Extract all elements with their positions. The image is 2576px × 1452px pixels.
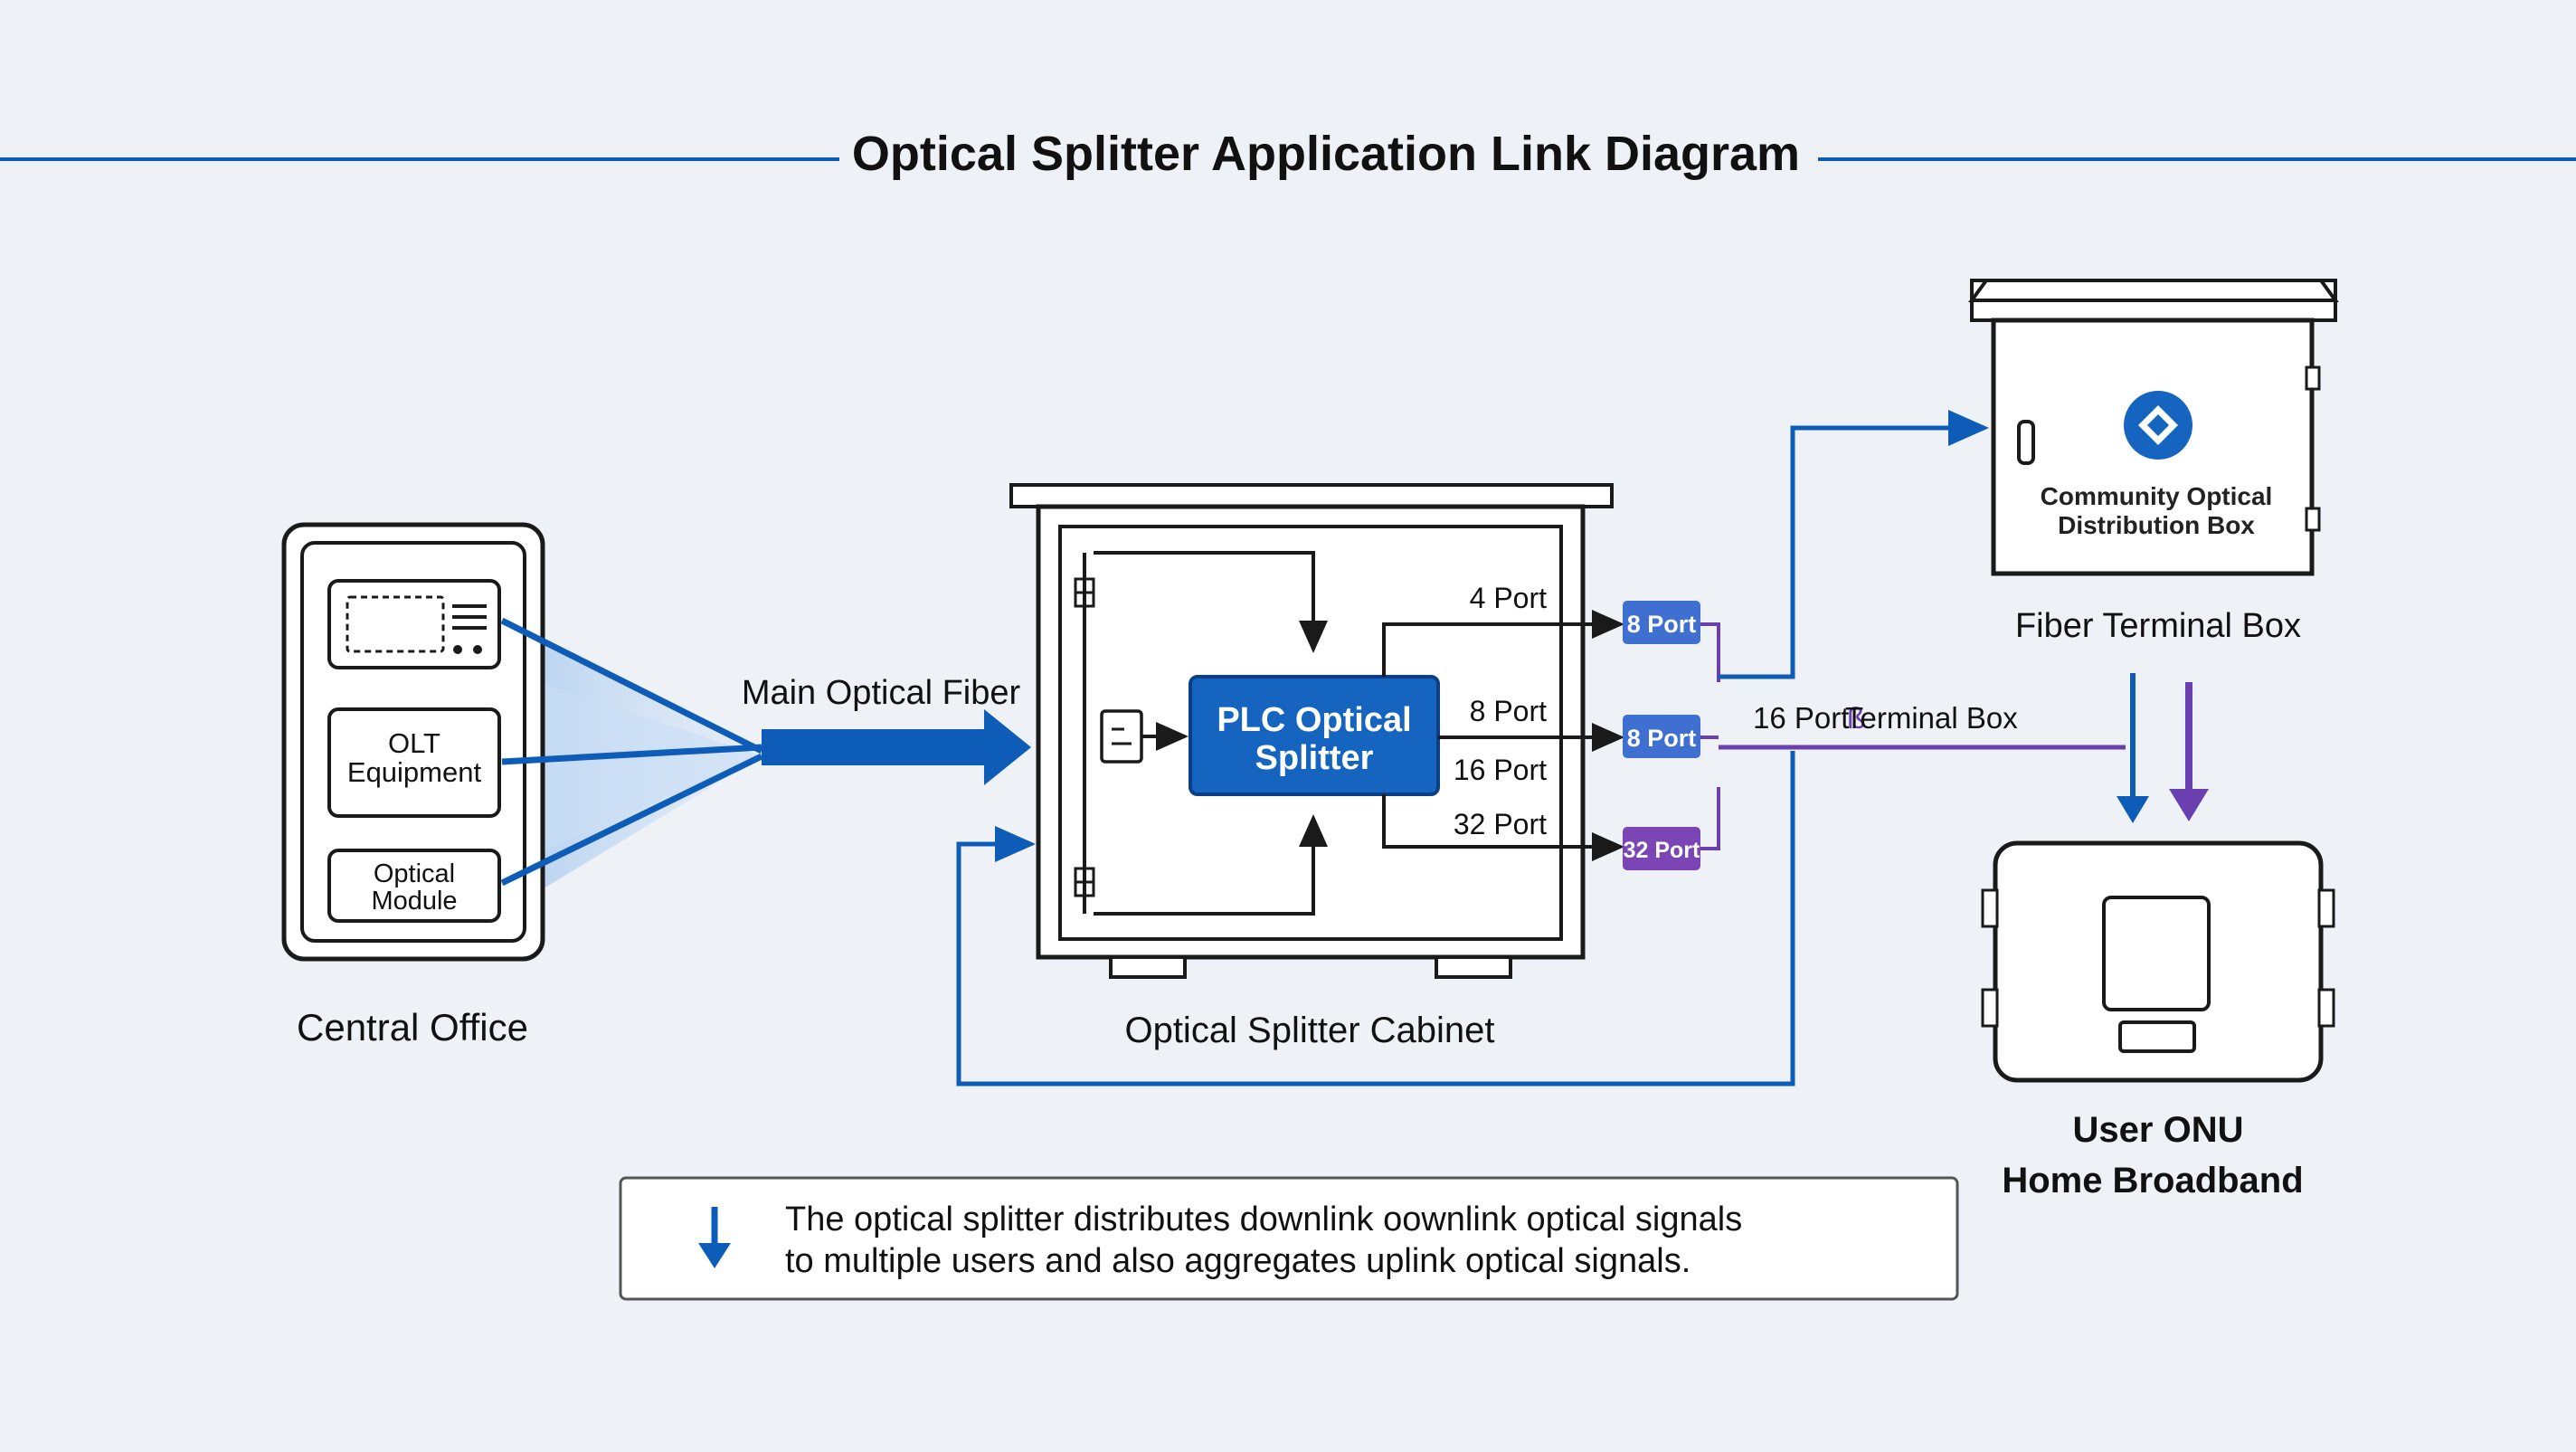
- diagram-title: Optical Splitter Application Link Diagra…: [852, 127, 1800, 181]
- onu-label-line2: Home Broadband: [2002, 1161, 2303, 1201]
- blue-return-loop: [956, 751, 1795, 1087]
- port-badge-8-mid: [1623, 715, 1700, 758]
- downlink-arrow-blue-head: [2117, 796, 2149, 823]
- fiber-terminal-box-label: Fiber Terminal Box: [2015, 607, 2301, 645]
- distribution-box-hinge: [2305, 365, 2321, 391]
- internal-line-top: [1094, 551, 1328, 653]
- port-badges: 8 Port 8 Port 32 Port: [1623, 601, 1700, 870]
- explanation-note: The optical splitter distributes downlin…: [619, 1176, 1959, 1301]
- user-onu: User ONU Home Broadband: [1981, 840, 2335, 1201]
- main-optical-fiber: Main Optical Fiber: [742, 674, 1031, 785]
- port-line-32: [1382, 794, 1624, 861]
- distribution-box-handle: [2017, 420, 2035, 465]
- port-badge-8-top: [1623, 601, 1700, 644]
- cabinet-label: Optical Splitter Cabinet: [1124, 1011, 1494, 1050]
- cabinet-foot-left: [1109, 955, 1187, 979]
- purple-bracket-top: [1700, 622, 1720, 682]
- main-fiber-arrow: [762, 709, 1031, 785]
- terminal-box-overlap-label: Terminal Box: [1845, 701, 2018, 735]
- note-line-1: The optical splitter distributes downlin…: [785, 1201, 1742, 1238]
- blue-line-to-distribution-box: [1719, 410, 1989, 679]
- olt-equipment-box: [327, 707, 501, 818]
- port-badge-8-mid-label: 8 Port: [1627, 725, 1697, 752]
- note-line-2: to multiple users and also aggregates up…: [785, 1242, 1690, 1280]
- port-label-16: 16 Port: [1454, 754, 1547, 786]
- port-badge-32-label: 32 Port: [1624, 838, 1700, 863]
- indicator-led: [453, 645, 462, 654]
- onu-side-tab: [1981, 888, 1999, 928]
- onu-panel: [2102, 896, 2211, 1011]
- distribution-box-roof-top: [1968, 279, 2339, 302]
- cabinet-roof: [1009, 483, 1614, 508]
- signal-fan-inner: [502, 669, 762, 868]
- cabinet-foot-right: [1435, 955, 1512, 979]
- network-logo-icon: [2124, 391, 2192, 460]
- main-fiber-label: Main Optical Fiber: [742, 674, 1021, 712]
- rack-device-top: [327, 579, 501, 669]
- note-box: [619, 1176, 1959, 1301]
- distribution-box-body: [1991, 318, 2315, 576]
- cabinet-inner-panel: [1058, 525, 1563, 941]
- fiber-line-bottom: [500, 753, 763, 887]
- sixteen-port-label: 16 Port: [1753, 701, 1849, 735]
- port-label-32: 32 Port: [1454, 808, 1547, 840]
- port-label-8: 8 Port: [1470, 695, 1547, 727]
- device-display: [346, 595, 445, 653]
- fiber-line-top: [500, 617, 763, 754]
- purple-bracket-bottom: [1700, 787, 1720, 850]
- onu-side-tab: [1981, 988, 1999, 1028]
- indicator-led: [473, 645, 482, 654]
- down-arrow-icon-head: [698, 1243, 731, 1268]
- fiber-line-middle: [501, 744, 762, 765]
- sixteen-port-glitch: ß: [1847, 701, 1865, 735]
- internal-line-bottom: [1094, 814, 1328, 916]
- distribution-box-hinge: [2305, 507, 2321, 532]
- onu-label-line1: User ONU: [2073, 1110, 2244, 1150]
- port-badge-8-top-label: 8 Port: [1627, 611, 1697, 638]
- onu-side-tab: [2317, 988, 2335, 1028]
- port-line-4: [1382, 610, 1624, 677]
- onu-port-slot: [2118, 1020, 2196, 1053]
- central-office-label: Central Office: [297, 1006, 528, 1049]
- downlink-arrow-purple-head: [2169, 789, 2209, 821]
- input-connector-icon: [1100, 709, 1143, 764]
- onu-side-tab: [2317, 888, 2335, 928]
- central-office-rack-inner: [300, 541, 526, 943]
- optical-module-box: [327, 849, 501, 923]
- port-label-4: 4 Port: [1470, 582, 1547, 614]
- port-badge-32: [1623, 827, 1700, 870]
